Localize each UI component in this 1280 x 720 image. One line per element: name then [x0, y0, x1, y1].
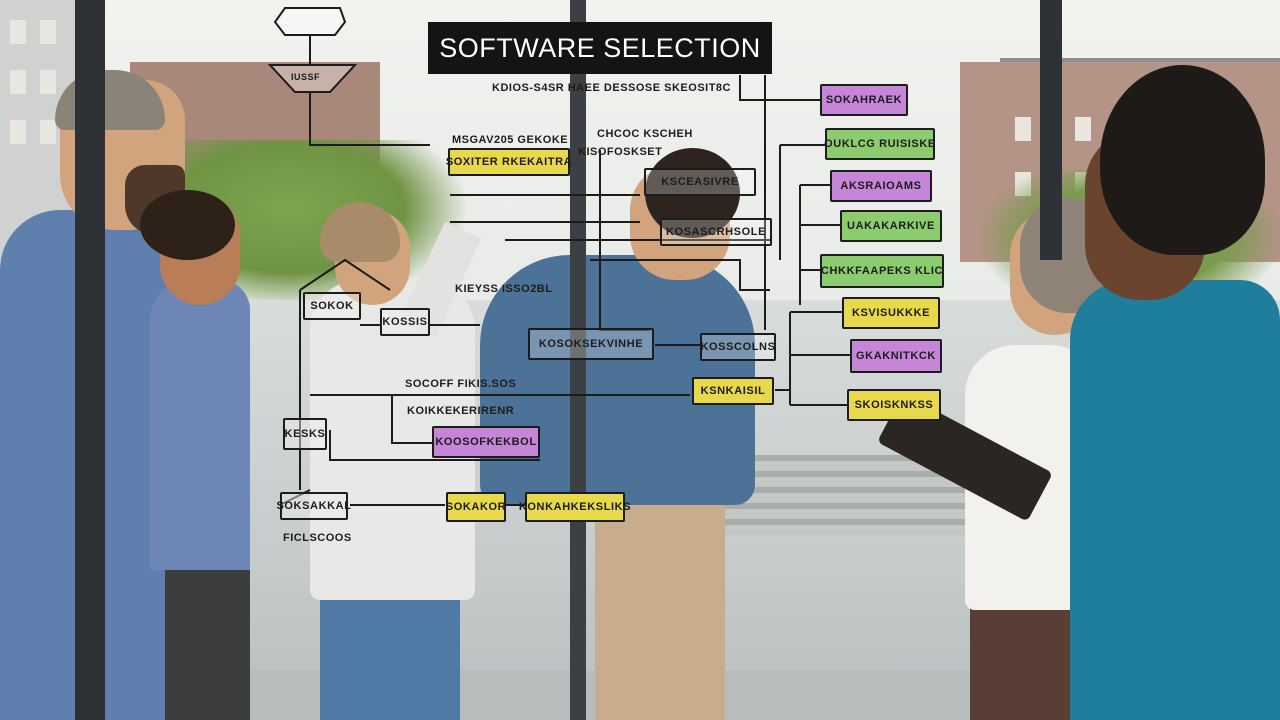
window: [40, 120, 56, 144]
node-right-8: SKOISKNKSS: [847, 389, 941, 421]
mid-sub-label: KISOFOSKSET: [578, 146, 663, 158]
node-right-2: OUKLCG RUISISKE: [824, 128, 935, 160]
node-violet-center: KOOSOFKEKBOL: [432, 426, 540, 458]
node-small-left-3: KESKS: [283, 418, 327, 450]
title-banner: SOFTWARE SELECTION: [428, 22, 772, 74]
node-right-7: GKAKNITKCK: [850, 339, 942, 373]
mid-left-sub-label: KOIKKEKERIRENR: [407, 405, 515, 417]
node-yellow-bottom-2: KONKAHKEKSLIKS: [519, 492, 631, 522]
window: [40, 20, 56, 44]
top-shape-label: IUSSF: [291, 72, 321, 82]
node-right-5: CHKKFAAPEKS KLIC: [820, 254, 944, 288]
window: [10, 20, 26, 44]
mid-left-label: SOCOFF FIKIS.SOS: [405, 378, 517, 390]
jeans: [320, 595, 460, 720]
hair: [320, 202, 400, 262]
node-center-box: KOSOKSEKVINHE: [528, 328, 654, 360]
node-small-left-2: KOSSIS: [380, 308, 430, 336]
mid-heading-label: CHCOC KSCHEH: [597, 128, 693, 140]
window: [40, 70, 56, 94]
window-frame: [1040, 0, 1062, 260]
node-bottom-left: SOKSAKKAL: [276, 492, 351, 520]
node-yellow-top-left: SOXITER RKEKAITRA: [446, 148, 572, 176]
window: [10, 120, 26, 144]
hair: [140, 190, 235, 260]
teal-top: [1070, 280, 1280, 720]
node-clear-center: KOSASCRHSOLE: [660, 218, 772, 246]
node-clear-right-center: KOSSCOLNS: [700, 333, 776, 361]
khaki-trousers: [595, 495, 725, 720]
window: [1015, 117, 1031, 141]
window-frame: [75, 0, 105, 720]
node-yellow-center-low: KSNKAISIL: [692, 377, 774, 405]
trousers: [165, 555, 250, 720]
window: [1075, 117, 1091, 141]
node-yellow-bottom-1: SOKAKOR: [446, 492, 506, 522]
left-sub-label: KIEYSS ISSO2BL: [455, 283, 553, 295]
window: [10, 70, 26, 94]
bottom-left-label: FICLSCOOS: [283, 532, 352, 544]
left-heading-label: MSGAV205 GEKOKE: [452, 134, 569, 146]
hair-bun: [1100, 65, 1265, 255]
window-frame: [570, 0, 586, 720]
node-right-6: KSVISUKKKE: [842, 297, 940, 329]
node-right-1: SOKAHRAEK: [820, 84, 908, 116]
shirt: [150, 280, 250, 570]
diagram-subtitle: KDIOS-S4SR HAEE DESSOSE SKEOSIT8C: [492, 82, 731, 94]
node-right-4: UAKAKARKIVE: [840, 210, 942, 242]
node-clear-center-top: KSCEASIVRE: [644, 168, 756, 196]
node-small-left-1: SOKOK: [303, 292, 361, 320]
node-right-3: AKSRAIOAMS: [830, 170, 932, 202]
